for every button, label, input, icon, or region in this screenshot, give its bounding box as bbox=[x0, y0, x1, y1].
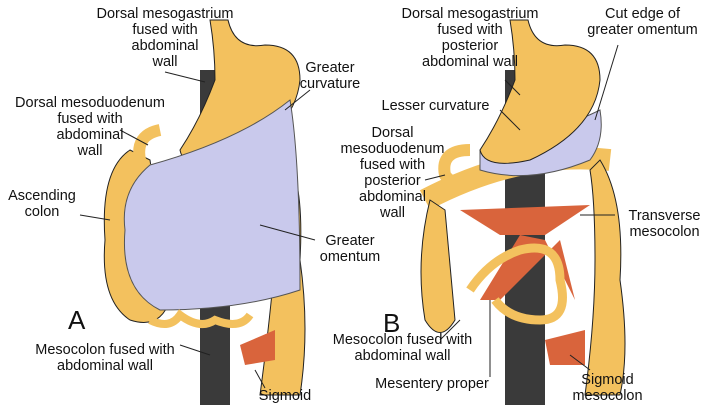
panel-b-letter: B bbox=[383, 308, 401, 338]
transverse-mesocolon bbox=[460, 205, 590, 235]
stomach bbox=[479, 19, 601, 164]
label-b-mesentery-proper: Mesentery proper bbox=[375, 376, 489, 392]
ascending-colon bbox=[420, 199, 456, 333]
panel-b-illustration bbox=[419, 19, 626, 405]
label-a-sigmoid: Sigmoid bbox=[258, 388, 312, 404]
panel-a-illustration bbox=[103, 19, 306, 405]
sigmoid-mesocolon bbox=[240, 330, 275, 365]
panel-a-letter: A bbox=[68, 305, 86, 335]
greater-omentum bbox=[123, 99, 301, 311]
small-intestine-loops bbox=[148, 309, 254, 328]
leader-lines bbox=[79, 44, 619, 389]
label-b-lesser-curvature: Lesser curvature bbox=[381, 98, 490, 114]
small-intestine bbox=[466, 243, 567, 325]
sigmoid-mesocolon bbox=[545, 330, 585, 365]
descending-colon bbox=[584, 159, 626, 396]
